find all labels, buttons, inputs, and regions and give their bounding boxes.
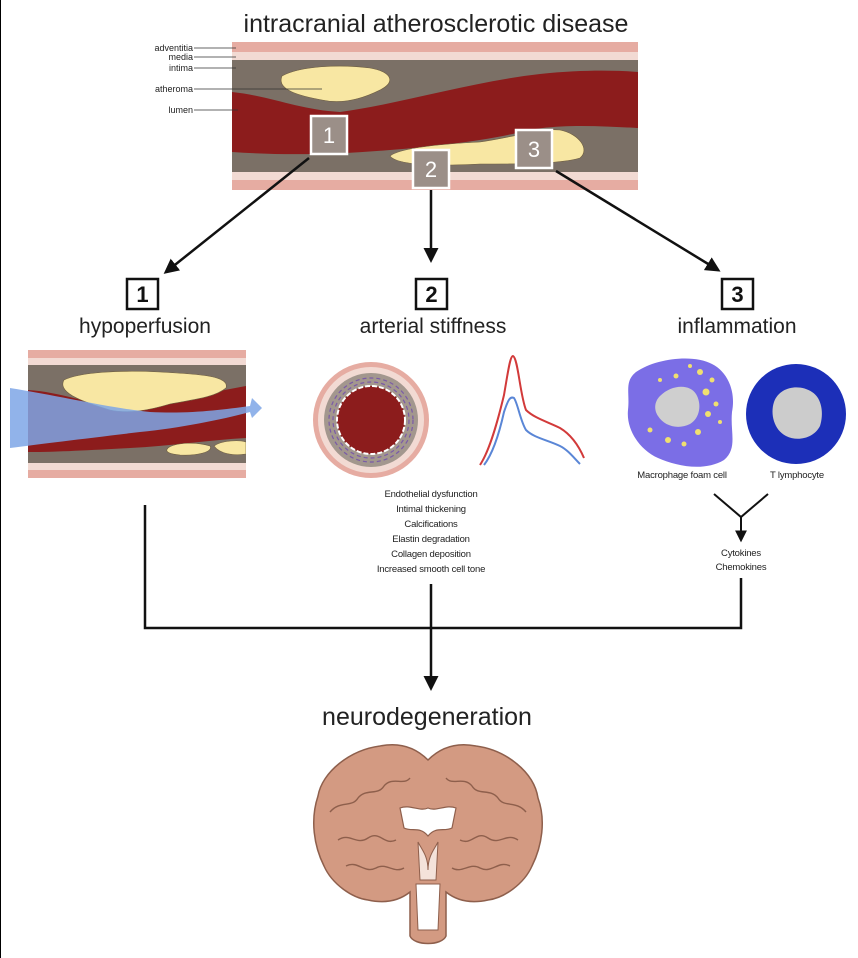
cell-merge-lines xyxy=(713,493,769,519)
stiff-pressure-wave xyxy=(479,354,585,466)
label-macrophage: Macrophage foam cell xyxy=(637,470,727,481)
vessel-marker-2: 2 xyxy=(411,148,451,190)
heading-hypoperfusion: hypoperfusion xyxy=(79,315,211,338)
svg-text:3: 3 xyxy=(528,137,540,162)
outcome-neurodegeneration: neurodegeneration xyxy=(322,703,532,731)
mechanism-2-box: 2 xyxy=(414,277,449,311)
macrophage-foam-cell xyxy=(627,358,734,467)
factor-intimal-thickening: Intimal thickening xyxy=(396,504,466,515)
factor-calcifications: Calcifications xyxy=(404,519,458,530)
factor-elastin-degradation: Elastin degradation xyxy=(392,534,470,545)
svg-text:2: 2 xyxy=(425,157,437,182)
convergence-connector xyxy=(143,505,743,630)
atheroma-1 xyxy=(280,65,390,102)
blood-flow-arrow xyxy=(10,388,262,448)
t-lymphocyte xyxy=(746,364,846,464)
arrow-to-hypoperfusion xyxy=(163,157,310,274)
arrow-to-inflammation xyxy=(555,169,721,272)
mechanism-1-box: 1 xyxy=(125,277,160,311)
lateral-ventricles xyxy=(399,806,457,837)
svg-text:1: 1 xyxy=(136,282,148,307)
layer-labels: adventitia media intima atheroma lumen xyxy=(154,43,322,115)
label-cytokines: Cytokines xyxy=(721,548,761,559)
artery-cross-section xyxy=(232,42,638,190)
svg-text:2: 2 xyxy=(425,282,437,307)
stiff-artery-circle xyxy=(313,362,429,478)
label-t-lymphocyte: T lymphocyte xyxy=(770,470,824,481)
svg-text:3: 3 xyxy=(731,282,743,307)
brain-coronal-section xyxy=(313,744,543,945)
vessel-marker-1: 1 xyxy=(309,114,349,156)
brainstem-midline xyxy=(415,883,441,931)
hypoperfusion-vessel xyxy=(10,350,262,478)
factor-collagen-deposition: Collagen deposition xyxy=(391,549,471,560)
pulse-wave-graph xyxy=(479,354,585,466)
diagram-title: intracranial atherosclerotic disease xyxy=(244,10,629,38)
label-adventitia: adventitia xyxy=(154,43,193,53)
label-chemokines: Chemokines xyxy=(716,562,767,573)
factor-endothelial-dysfunction: Endothelial dysfunction xyxy=(384,489,477,500)
mechanism-3-box: 3 xyxy=(720,277,755,311)
stiffness-factor-list: Endothelial dysfunction Intimal thickeni… xyxy=(377,489,486,575)
label-lumen: lumen xyxy=(168,105,193,115)
heading-inflammation: inflammation xyxy=(677,315,796,338)
heading-arterial-stiffness: arterial stiffness xyxy=(360,315,507,338)
normal-pressure-wave xyxy=(483,396,581,466)
label-atheroma: atheroma xyxy=(155,84,193,94)
factor-smooth-cell-tone: Increased smooth cell tone xyxy=(377,564,485,575)
label-intima: intima xyxy=(169,63,193,73)
label-media: media xyxy=(168,52,193,62)
vessel-marker-3: 3 xyxy=(514,128,554,170)
svg-text:1: 1 xyxy=(323,123,335,148)
